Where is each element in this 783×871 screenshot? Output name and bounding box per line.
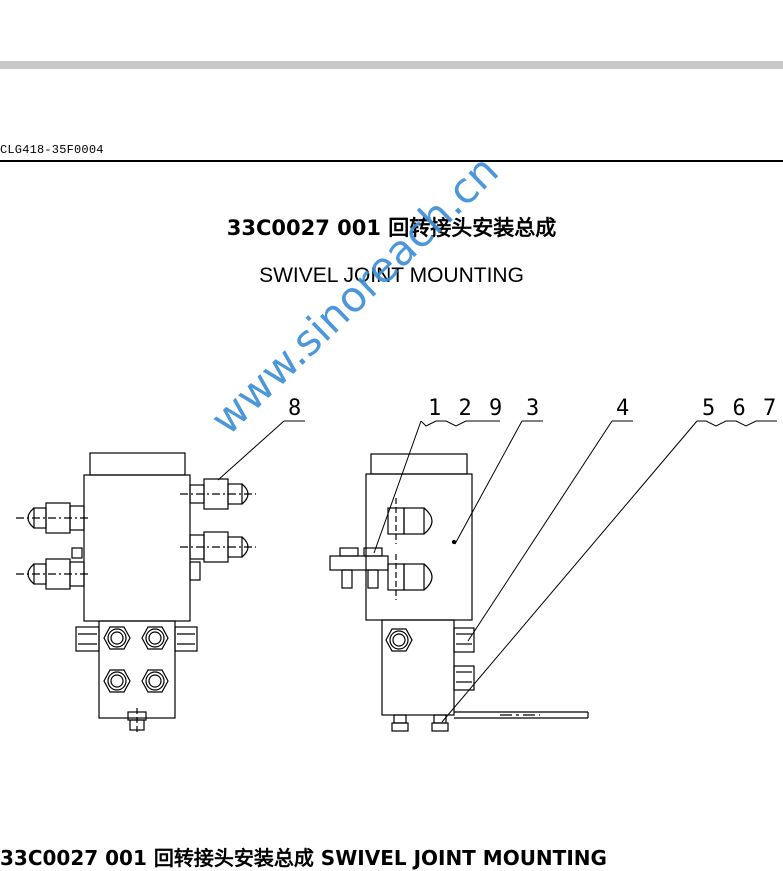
right-elbow-lower (387, 554, 433, 600)
left-view (16, 420, 305, 735)
left-main-body (83, 474, 191, 622)
left-left-fitting-lower (16, 547, 90, 590)
callout-4: 4 (616, 396, 629, 421)
left-right-fitting-lower (180, 531, 256, 563)
right-main-body (365, 473, 473, 621)
right-view (329, 420, 777, 732)
left-valve-ports (103, 626, 169, 693)
swivel-joint-drawing: 8 1 2 9 3 4 5 6 7 (16, 396, 778, 735)
callout-8: 8 (288, 396, 301, 421)
footer-caption: 33C0027 001 回转接头安装总成 SWIVEL JOINT MOUNTI… (0, 846, 607, 870)
callout-5-6-7: 5 6 7 (702, 396, 778, 421)
top-gray-bar (0, 61, 783, 69)
title-english: SWIVEL JOINT MOUNTING (259, 264, 524, 287)
right-bracket-bolts (329, 547, 389, 589)
left-top-cap (89, 452, 186, 476)
header-rule (0, 160, 783, 162)
title-chinese: 33C0027 001 回转接头安装总成 (226, 216, 557, 240)
callout-3: 3 (526, 396, 539, 421)
right-elbow-upper (387, 498, 433, 544)
left-right-fitting-upper (180, 478, 256, 510)
right-top-cap (370, 453, 468, 475)
document-code: CLG418-35F0004 (0, 143, 104, 157)
left-left-fitting-upper (16, 502, 90, 534)
callout-1-2-9: 1 2 9 (428, 396, 504, 421)
